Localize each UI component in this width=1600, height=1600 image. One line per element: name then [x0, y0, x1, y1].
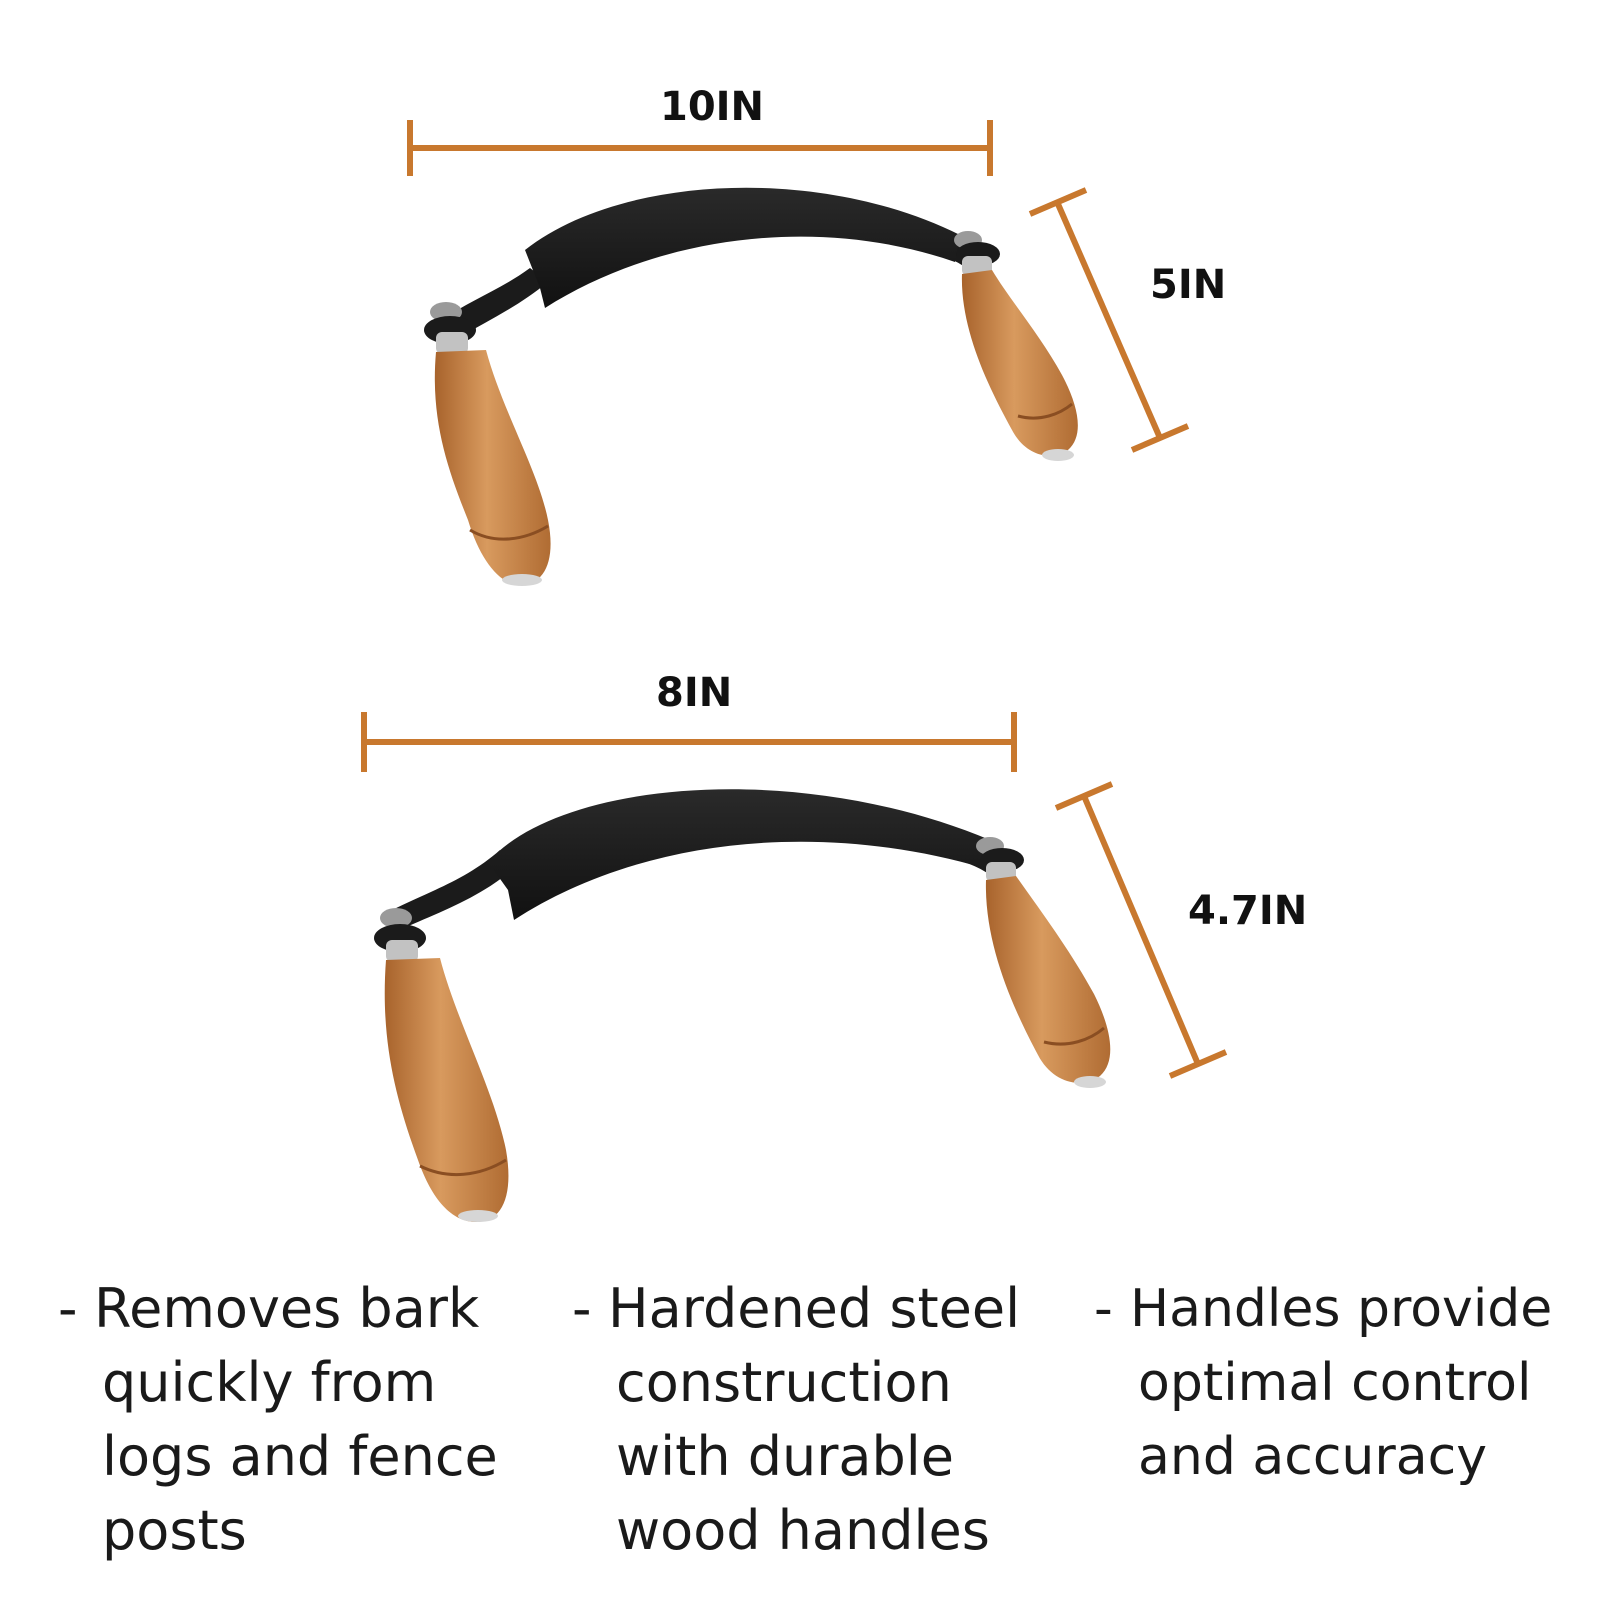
blade-tang-left-2: [392, 850, 516, 928]
right-handle-cap-2: [1074, 1076, 1106, 1088]
feature-line: and accuracy: [1138, 1427, 1487, 1487]
left-ferrule-2: [374, 908, 426, 962]
feature-line: construction: [616, 1351, 952, 1414]
width-dimension-line: [407, 120, 993, 176]
feature-line: Removes bark: [94, 1277, 480, 1340]
left-handle-cap-2: [458, 1210, 498, 1222]
feature-line: posts: [102, 1499, 247, 1562]
feature-bullet: -: [572, 1277, 592, 1340]
width-label-large: 10IN: [660, 84, 765, 130]
blade-2: [488, 789, 990, 920]
right-ferrule-2: [976, 837, 1024, 882]
feature-line: Handles provide: [1130, 1279, 1553, 1339]
width-label-small: 8IN: [656, 670, 733, 716]
drawknife-large: [407, 120, 1190, 586]
left-ferrule: [424, 302, 476, 354]
feature-line: with durable: [616, 1425, 955, 1488]
left-handle-cap: [502, 574, 542, 586]
feature-handle-control: - Handles provide optimal control and ac…: [1094, 1272, 1594, 1494]
height-label-large: 5IN: [1150, 262, 1227, 308]
height-dimension-line: [1028, 187, 1190, 453]
feature-line: wood handles: [616, 1499, 990, 1562]
right-wood-handle-2: [985, 876, 1111, 1083]
feature-line: logs and fence: [102, 1425, 498, 1488]
width-dimension-line-2: [361, 712, 1017, 772]
feature-line: Hardened steel: [608, 1277, 1021, 1340]
height-label-small: 4.7IN: [1188, 888, 1308, 934]
feature-bullet: -: [58, 1277, 78, 1340]
right-wood-handle: [961, 270, 1078, 456]
feature-bullet: -: [1094, 1279, 1113, 1339]
blade: [525, 187, 960, 308]
drawknife-small: [361, 712, 1228, 1222]
height-dimension-line-2: [1054, 781, 1228, 1079]
right-ferrule: [954, 231, 1000, 276]
left-wood-handle-2: [384, 958, 509, 1222]
feature-line: quickly from: [102, 1351, 437, 1414]
left-wood-handle: [434, 350, 551, 585]
right-handle-cap: [1042, 449, 1074, 461]
feature-line: optimal control: [1138, 1353, 1532, 1413]
feature-bark-removal: - Removes bark quickly from logs and fen…: [58, 1272, 538, 1568]
feature-hardened-steel: - Hardened steel construction with durab…: [572, 1272, 1052, 1568]
